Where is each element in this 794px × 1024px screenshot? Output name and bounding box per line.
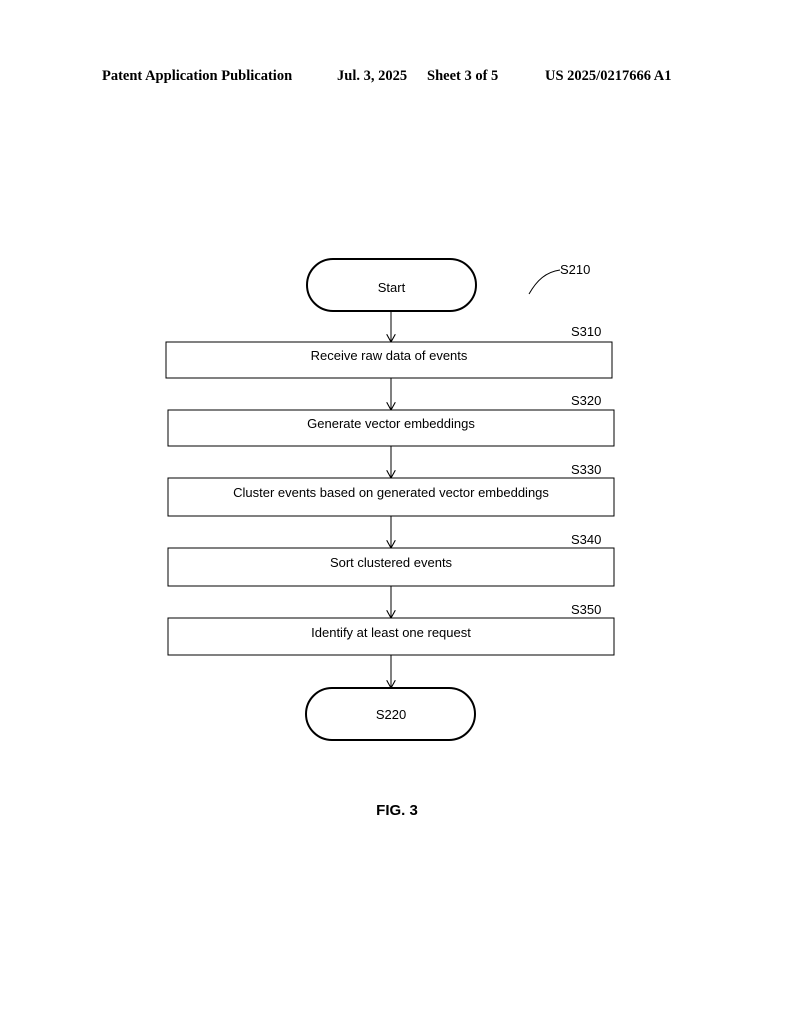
step-id-s330: S330 — [571, 462, 601, 477]
reference-label: S210 — [560, 262, 590, 277]
publication-date: Jul. 3, 2025 — [337, 68, 408, 84]
start-label: Start — [378, 280, 406, 295]
publication-title: Patent Application Publication — [102, 68, 293, 84]
step-box-s330 — [167, 477, 615, 517]
step-id-s350: S350 — [571, 602, 601, 617]
sheet-number: Sheet 3 of 5 — [427, 68, 499, 84]
publication-number: US 2025/0217666 A1 — [545, 68, 672, 84]
step-label-s330: Cluster events based on generated vector… — [233, 485, 549, 500]
step-label-s310: Receive raw data of events — [311, 348, 468, 363]
end-terminal: S220 — [305, 687, 476, 741]
step-label-s340: Sort clustered events — [330, 555, 453, 570]
step-id-s340: S340 — [571, 532, 601, 547]
step-label-s320: Generate vector embeddings — [307, 416, 475, 431]
step-id-s320: S320 — [571, 393, 601, 408]
reference-leader-line — [528, 269, 561, 295]
step-box-s310 — [165, 341, 613, 379]
start-terminal: Start — [306, 258, 477, 312]
step-id-s310: S310 — [571, 324, 601, 339]
end-shape — [305, 687, 476, 741]
step-label-s350: Identify at least one request — [311, 625, 471, 640]
end-label: S220 — [376, 707, 406, 722]
figure-label: FIG. 3 — [376, 802, 418, 819]
step-box-s340 — [167, 547, 615, 587]
page-header: Patent Application Publication Jul. 3, 2… — [0, 68, 794, 88]
step-box-s350 — [167, 617, 615, 656]
